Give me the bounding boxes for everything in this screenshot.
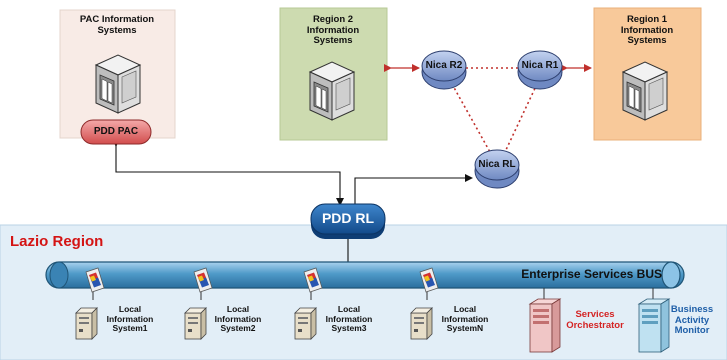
pdd-rl-node <box>310 203 386 239</box>
region1-info-systems-label: Region 1 Information Systems <box>620 14 674 47</box>
region2-server-icon <box>309 61 355 121</box>
pdd-pac-label: PDD PAC <box>93 126 139 137</box>
region2-info-systems-label: Region 2 Information Systems <box>306 14 360 47</box>
pdd-rl-label: PDD RL <box>321 210 375 226</box>
lazio-region-area <box>0 224 727 360</box>
link-pdd-rl-nica-rl <box>351 174 473 212</box>
nica-r2-label: Nica R2 <box>425 60 463 71</box>
business-activity-monitor-icon <box>637 288 671 353</box>
local-system2-label: Local Information System2 <box>214 304 262 334</box>
link-nica-r1-rl <box>504 83 538 153</box>
pac-info-systems-label: PAC Information Systems <box>79 14 155 36</box>
local-systemn-label: Local Information SystemN <box>441 304 489 334</box>
local-system1-label: Local Information System1 <box>106 304 154 334</box>
link-nica-r2-rl <box>451 83 491 153</box>
pac-server-icon <box>95 54 141 114</box>
services-orchestrator-icon <box>528 288 562 353</box>
services-orchestrator-label: Services Orchestrator <box>566 309 624 331</box>
region1-server-icon <box>622 61 668 121</box>
local-system3-label: Local Information System3 <box>325 304 373 334</box>
nica-r1-label: Nica R1 <box>521 60 559 71</box>
lazio-region-label: Lazio Region <box>10 233 104 250</box>
link-pdd-pac-pdd-rl <box>112 139 344 206</box>
nica-rl-node <box>474 149 520 189</box>
pdd-pac-node <box>80 119 152 145</box>
enterprise-services-bus-label: Enterprise Services BUS <box>521 267 662 281</box>
nica-r1-node <box>517 50 563 90</box>
business-activity-monitor-label: Business Activity Monitor <box>670 304 714 337</box>
nica-r2-node <box>421 50 467 90</box>
nica-rl-label: Nica RL <box>478 159 516 170</box>
